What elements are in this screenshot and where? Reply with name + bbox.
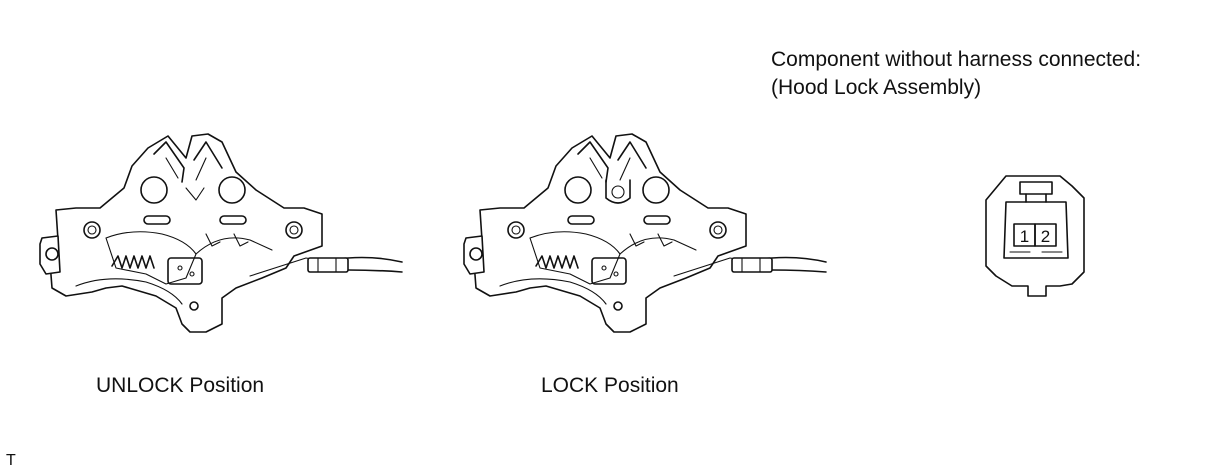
connector-pin-2: 2 — [1034, 223, 1057, 247]
lock-position-label: LOCK Position — [541, 374, 679, 397]
harness-cable — [731, 256, 827, 273]
hood-lock-body — [39, 133, 323, 333]
hood-lock-lock-illustration — [463, 133, 827, 333]
pin-1-label: 1 — [1020, 227, 1029, 246]
hood-lock-body — [463, 133, 747, 333]
hood-lock-unlock-illustration — [39, 133, 403, 333]
connector-caption-line1: Component without harness connected: — [771, 48, 1142, 71]
corner-mark: T — [6, 452, 16, 469]
unlock-position-label: UNLOCK Position — [96, 374, 265, 397]
harness-cable — [307, 256, 403, 273]
pin-2-label: 2 — [1041, 227, 1050, 246]
connector-caption-line2: (Hood Lock Assembly) — [771, 76, 982, 99]
connector-face-illustration: 1 2 — [985, 175, 1085, 297]
connector-caption: Component without harness connected: (Ho… — [771, 46, 1141, 102]
